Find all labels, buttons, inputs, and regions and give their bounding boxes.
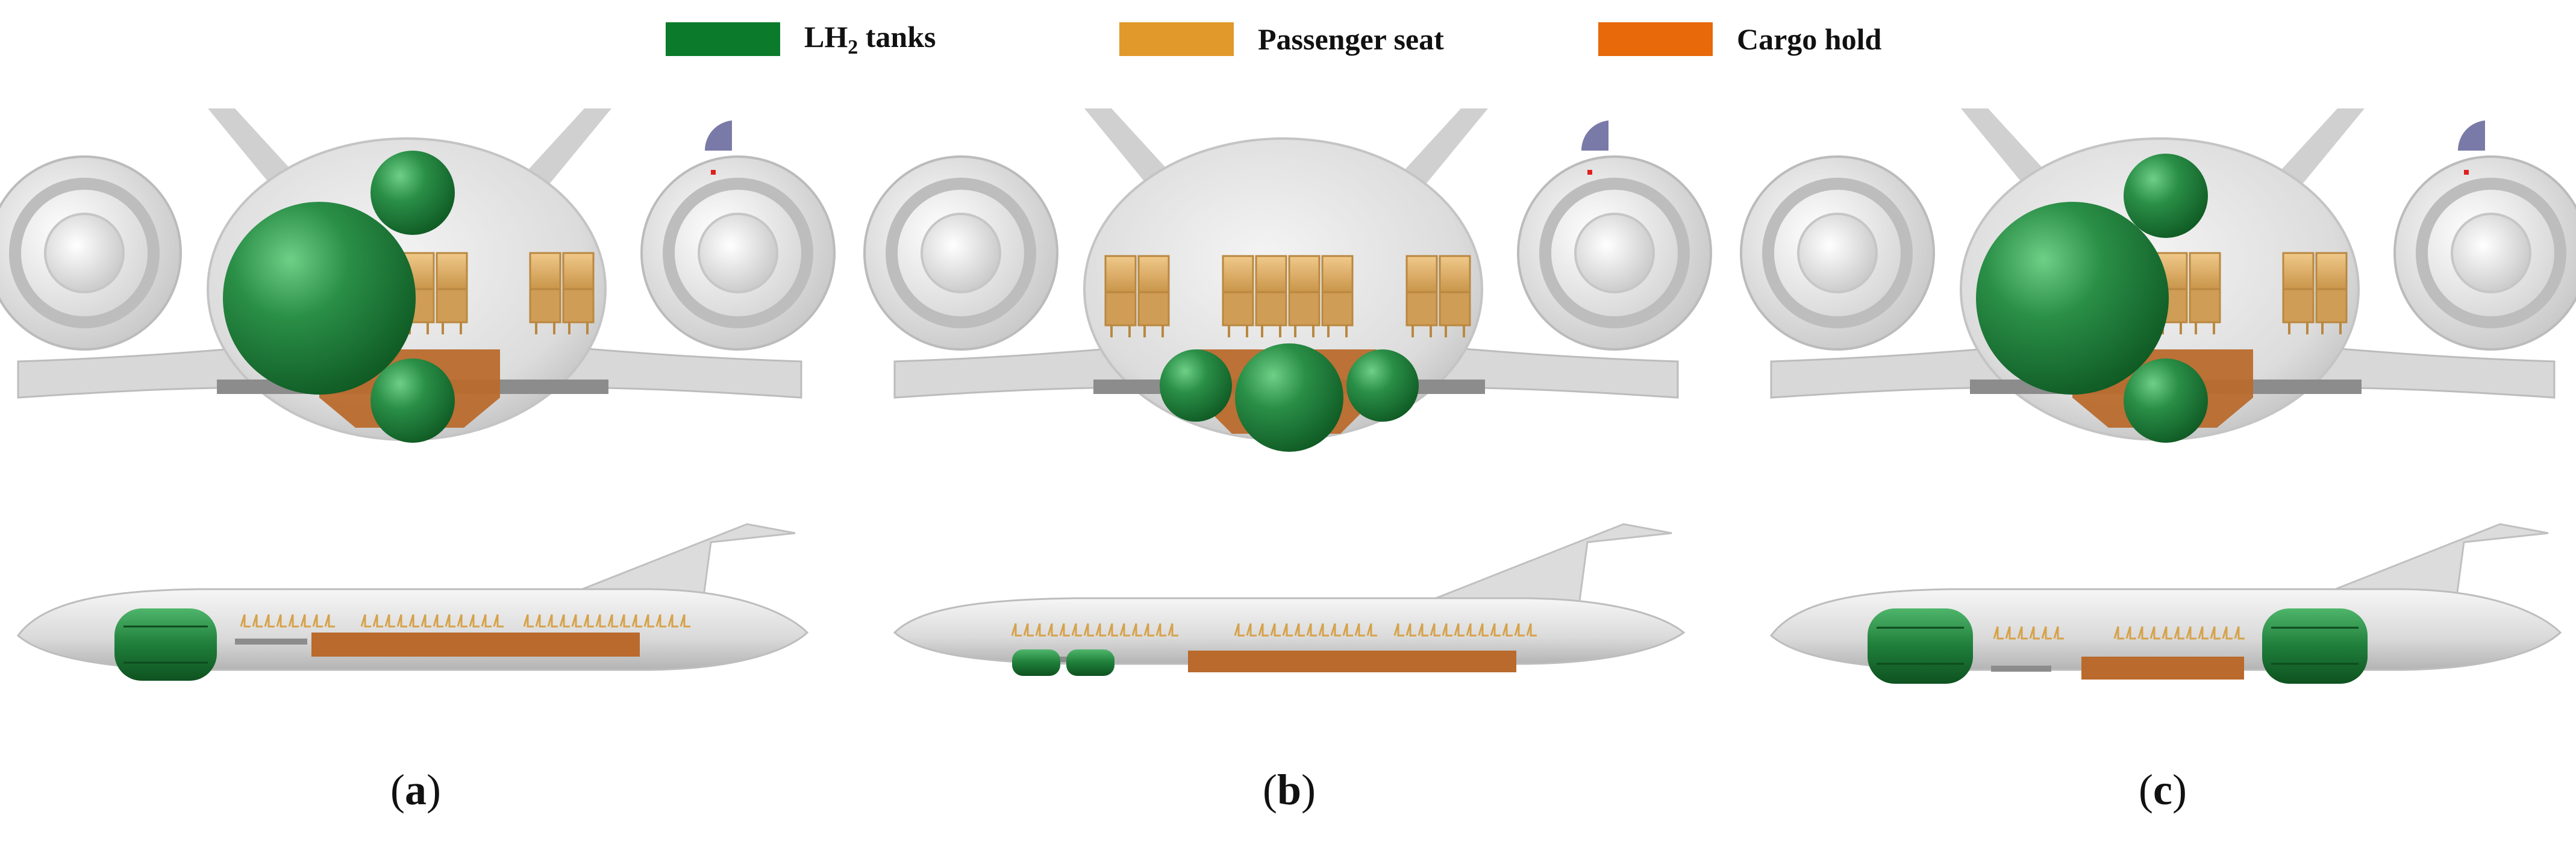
panel-b-side-view xyxy=(893,523,1686,676)
cargo-hold xyxy=(311,633,640,657)
fuselage-side xyxy=(893,597,1686,665)
lh2-tank-bottom xyxy=(370,358,455,443)
lh2-tank-side xyxy=(1066,649,1114,676)
lh2-tank-large xyxy=(223,202,416,395)
panel-label-a: (a) xyxy=(390,766,441,814)
panel-c-front-view xyxy=(1741,108,2576,443)
legend-item-seat: Passenger seat xyxy=(1119,18,1444,60)
panel-label-b: (b) xyxy=(1262,766,1316,814)
cargo-hold xyxy=(2081,657,2244,680)
wing-box-beam xyxy=(1991,666,2051,672)
seat-swatch xyxy=(1119,22,1234,56)
lh2-tank-side xyxy=(114,608,217,681)
lh2-legend-label: LH2 tanks xyxy=(804,20,936,58)
panel-a-side-view xyxy=(16,523,809,681)
lh2-tank-top xyxy=(2124,154,2208,238)
panel-c-side-view xyxy=(1769,523,2562,684)
lh2-tank-side-front xyxy=(1868,608,1973,684)
lh2-tank-center xyxy=(1235,343,1343,452)
wing-box-beam xyxy=(235,639,307,645)
lh2-swatch xyxy=(666,22,780,56)
lh2-tank-left xyxy=(1160,349,1232,422)
seat-legend-label: Passenger seat xyxy=(1258,22,1444,56)
lh2-tank-large xyxy=(1976,202,2169,395)
panel-b-front-view xyxy=(864,108,1711,452)
cargo-hold xyxy=(1188,651,1516,672)
lh2-tank-side-rear xyxy=(2262,608,2368,684)
panel-label-c: (c) xyxy=(2139,766,2187,814)
lh2-tank-top xyxy=(370,151,455,235)
panel-a-front-view xyxy=(0,108,834,443)
legend-item-lh2: LH2 tanks xyxy=(666,18,936,60)
lh2-tank-side xyxy=(1012,649,1060,676)
legend-item-cargo: Cargo hold xyxy=(1598,18,1881,60)
cargo-legend-label: Cargo hold xyxy=(1737,22,1882,56)
lh2-tank-right xyxy=(1346,349,1419,422)
lh2-tank-bottom xyxy=(2124,358,2208,443)
cargo-swatch xyxy=(1598,22,1713,56)
